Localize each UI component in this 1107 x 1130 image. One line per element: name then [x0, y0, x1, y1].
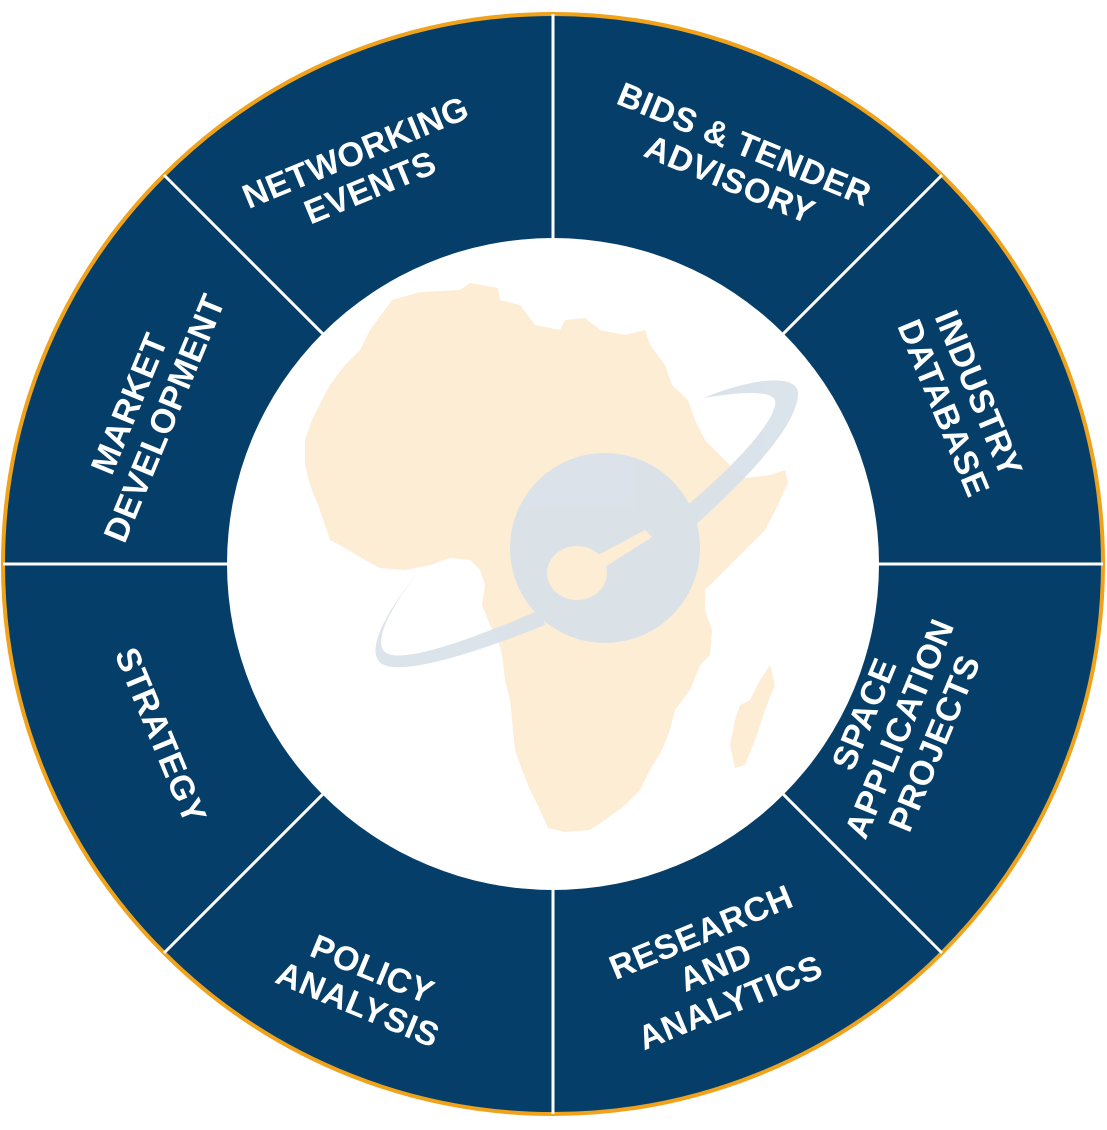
orbit-logo-core	[547, 530, 652, 600]
orbit-logo-icon	[375, 380, 799, 668]
